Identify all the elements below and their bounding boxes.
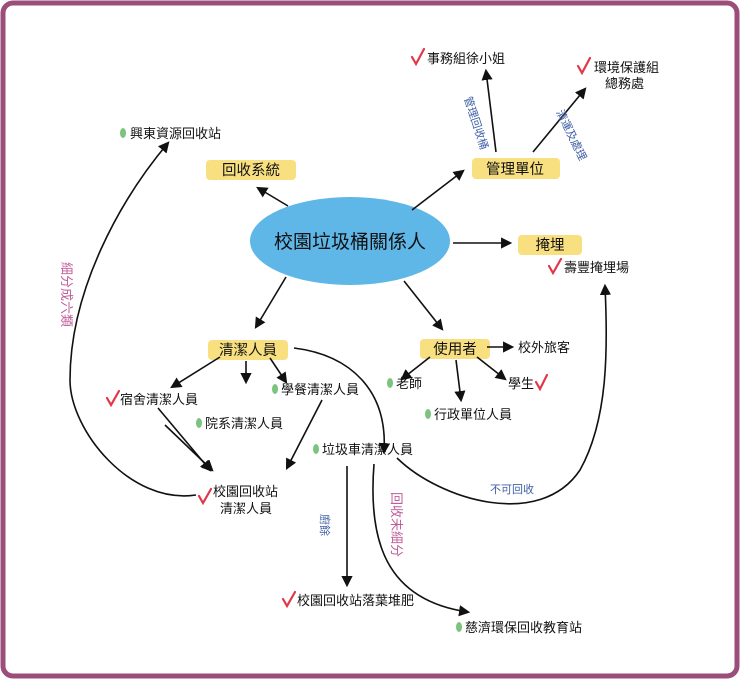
edge-management-affairs [481,68,497,153]
green-dot-icon [456,622,462,632]
edge-cleaning-cafeteria [269,357,288,384]
edge-label-six-categories: 細分成六類 [58,262,73,327]
green-dot-icon [425,409,431,419]
node-xingdong: 興東資源回收站 [130,126,221,142]
node-truck-cleaners: 垃圾車清潔人員 [322,443,413,458]
node-dept-cleaners: 院系清潔人員 [205,417,283,432]
node-campus-station-line2: 清潔人員 [220,502,272,517]
edge-center-management [411,169,465,211]
edge-cleaning-dorm [170,356,221,389]
edge-users-teachers [400,356,431,381]
edge-label-kitchen-waste: 廚餘 [318,514,332,536]
edge-station-xingdong [69,141,197,497]
edge-dept-station [164,424,214,472]
node-cleaning-staff: 清潔人員 [219,342,277,359]
highlight-recycling-system [206,160,296,180]
edge-users-admin [454,359,466,403]
node-affairs: 事務組徐小姐 [427,52,505,67]
highlight-cleaning-staff [208,340,288,360]
edge-truck-landfill [396,283,612,505]
node-students: 學生 [508,377,534,392]
highlight-landfill [518,235,582,255]
check-mark-icon [197,487,213,506]
edge-center-recycling [256,186,289,207]
check-mark-icon [534,373,549,392]
edge-users-students [476,356,507,381]
node-tzu-chi: 慈濟環保回收教育站 [465,620,582,636]
edge-cleaning-truck [293,347,391,455]
check-mark-icon [410,47,426,67]
green-dot-icon [272,384,278,394]
node-management-unit: 管理單位 [486,161,544,178]
green-dot-icon [313,444,319,454]
green-dot-icon [120,128,126,138]
green-dot-icon [196,418,202,428]
check-mark-icon [105,389,121,408]
edge-cafeteria-station [285,399,323,470]
node-landfill: 掩埋 [536,237,565,254]
edge-center-users [403,280,444,331]
edge-label-unsorted: 回收未細分 [388,492,403,557]
node-recycling-system: 回收系統 [222,162,280,179]
node-admin-staff: 行政單位人員 [434,408,512,423]
node-visitors: 校外旅客 [518,340,570,356]
check-mark-icon [281,590,297,609]
check-mark-icon [576,56,592,76]
node-env-protection-line2: 總務處 [605,76,644,92]
edge-center-cleaning [254,276,287,329]
highlight-management-unit [472,158,560,179]
node-users: 使用者 [433,341,477,358]
node-campus-station-line1: 校園回收站 [213,484,278,500]
node-cafeteria-cleaners: 學餐清潔人員 [281,382,359,398]
edge-label-not-recyclable: 不可回收 [490,482,534,496]
green-dot-icon [387,378,393,388]
node-env-protection-line1: 環境保護組 [594,60,659,76]
check-mark-icon [547,257,563,276]
node-center: 校園垃圾桶關係人 [274,231,426,253]
node-compost: 校園回收站落葉堆肥 [297,593,414,609]
edge-label-manage-bins: 管理回收桶 [461,95,491,152]
edges [69,68,612,617]
edge-label-clean-sort: 清運及處理 [553,107,590,163]
edge-management-env [532,87,587,153]
highlight-users [420,339,490,359]
node-shoufeng: 壽豐掩埋場 [564,261,629,276]
center-ellipse [250,197,450,285]
node-teachers: 老師 [396,377,422,392]
edge-truck-tzuchi [372,463,471,617]
node-dorm-cleaners: 宿舍清潔人員 [120,392,198,408]
